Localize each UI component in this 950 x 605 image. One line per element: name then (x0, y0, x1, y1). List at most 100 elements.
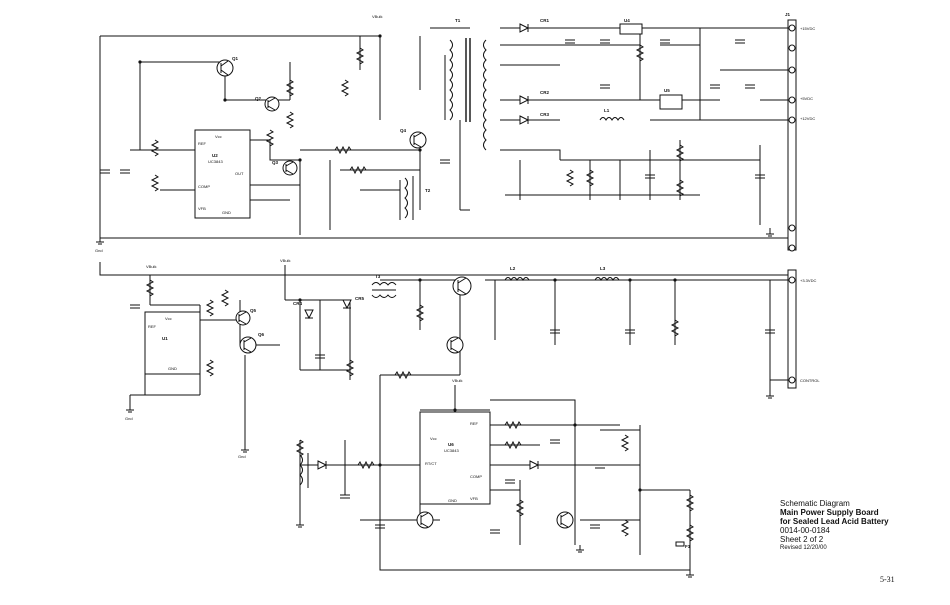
transistor-q2 (264, 96, 280, 112)
transistor-mid-driver (446, 336, 464, 354)
inductor-l2 (504, 277, 530, 281)
title-line-5: Sheet 2 of 2 (780, 534, 824, 544)
vbulk-label-2: VBulk (146, 264, 156, 269)
f1-label: F1 (685, 544, 691, 549)
u6-vfb-pin: VFB (470, 496, 478, 501)
u2-vfb-pin: VFB (198, 206, 206, 211)
transistor-q6 (239, 336, 257, 354)
title-line-3: for Sealed Lead Acid Battery (780, 516, 889, 526)
connector-j1-lower (787, 269, 797, 389)
diode-cr2 (519, 95, 530, 105)
page-number: 5-31 (880, 575, 895, 584)
ic-u6: Vcc REF COMP VFB RT/CT GND U6 UC3843 (419, 411, 491, 505)
vbulk-label-4: VBulk (452, 378, 462, 383)
u1-gnd-pin: GND (168, 366, 177, 371)
u2-ref-pin: REF (198, 141, 207, 146)
u2-part: UC3843 (208, 159, 223, 164)
inductor-l3 (594, 277, 620, 281)
title-line-4: 0014-00-0184 (780, 525, 830, 535)
transistor-q5 (235, 310, 251, 326)
gnd-label-2: Gnd (125, 416, 133, 421)
q2-label: Q2 (255, 96, 262, 101)
out1-label: +15VDC (800, 26, 815, 31)
t2-label: T2 (425, 188, 431, 193)
u1-label: U1 (162, 336, 168, 341)
bottom-diodes (317, 460, 540, 470)
out2-label: +5VDC (800, 96, 813, 101)
transformer-t1 (449, 38, 487, 151)
u2-comp-pin: COMP (198, 184, 210, 189)
middle-capacitors (130, 304, 775, 359)
connector-j1 (787, 19, 797, 252)
vbulk-label-1: VBulk (372, 14, 382, 19)
u2-out-pin: OUT (235, 171, 244, 176)
bottom-capacitors (340, 439, 605, 534)
t3-label: T3 (375, 274, 381, 279)
u2-gnd-pin: GND (222, 210, 231, 215)
fuse-f1 (675, 541, 685, 547)
title-line-6: Revised 12/20/00 (780, 544, 827, 551)
middle-resistors (145, 279, 680, 380)
ic-u2: Vcc REF COMP VFB OUT GND U2 UC3843 (194, 129, 251, 219)
transistor-bottom-right (556, 511, 574, 529)
q4-label: Q4 (400, 128, 407, 133)
transistor-mid-power (452, 276, 472, 296)
diode-cr5 (342, 299, 352, 310)
title-line-1: Schematic Diagram (780, 499, 850, 508)
out3-label: +12VDC (800, 116, 815, 121)
u6-ref-pin: REF (470, 421, 479, 426)
out4-label: +3.3VDC (800, 278, 816, 283)
q1-label: Q1 (232, 56, 239, 61)
u2-vcc-pin: Vcc (215, 134, 222, 139)
bottom-wires (299, 375, 691, 571)
u6-comp-pin: COMP (470, 474, 482, 479)
u1-ref-pin: REF (148, 324, 157, 329)
junction-dots (138, 34, 677, 492)
l3-label: L3 (600, 266, 606, 271)
transformer-bottom (299, 453, 309, 488)
out5-label: CONTROL (800, 378, 820, 383)
transistor-q3 (282, 160, 298, 176)
transformer-t3 (371, 282, 397, 298)
gnd-label-3: Gnd (238, 454, 246, 459)
gnd-label-1: Gnd (95, 248, 103, 253)
diode-cr1 (519, 23, 530, 33)
top-capacitors (100, 39, 765, 179)
cr5-label: CR5 (355, 296, 364, 301)
q3-label: Q3 (272, 160, 279, 165)
ic-u1: Vcc REF GND U1 (144, 311, 201, 375)
regulator-u5 (659, 94, 683, 110)
vbulk-label-3: VBulk (280, 258, 290, 263)
l2-label: L2 (510, 266, 516, 271)
u6-vcc-pin: Vcc (430, 436, 437, 441)
u6-label: U6 (448, 442, 454, 447)
q5-label: Q5 (250, 308, 257, 313)
u1-vcc-pin: Vcc (165, 316, 172, 321)
transistor-q1 (216, 59, 234, 77)
u5-label: U5 (664, 88, 670, 93)
u6-rtct-pin: RT/CT (425, 461, 437, 466)
j1-label: J1 (785, 12, 791, 17)
top-resistors (150, 44, 685, 197)
cr2-label: CR2 (540, 90, 549, 95)
l1-label: L1 (604, 108, 610, 113)
regulator-u4 (619, 23, 643, 35)
u6-gnd-pin: GND (448, 498, 457, 503)
transistor-q4 (409, 131, 427, 149)
q6-label: Q6 (258, 332, 265, 337)
bottom-resistors (295, 420, 695, 542)
t1-label: T1 (455, 18, 461, 23)
u4-label: U4 (624, 18, 630, 23)
u6-part: UC3843 (444, 448, 459, 453)
cr4-label: CR4 (293, 301, 302, 306)
cr1-label: CR1 (540, 18, 549, 23)
diode-cr3 (519, 115, 530, 125)
title-line-2: Main Power Supply Board (780, 507, 879, 517)
transistor-bottom-left (416, 511, 434, 529)
title-block: Schematic Diagram Main Power Supply Boar… (780, 499, 940, 551)
ground-symbols (96, 228, 774, 578)
cr3-label: CR3 (540, 112, 549, 117)
u2-label: U2 (212, 153, 218, 158)
inductor-l1 (599, 117, 625, 121)
